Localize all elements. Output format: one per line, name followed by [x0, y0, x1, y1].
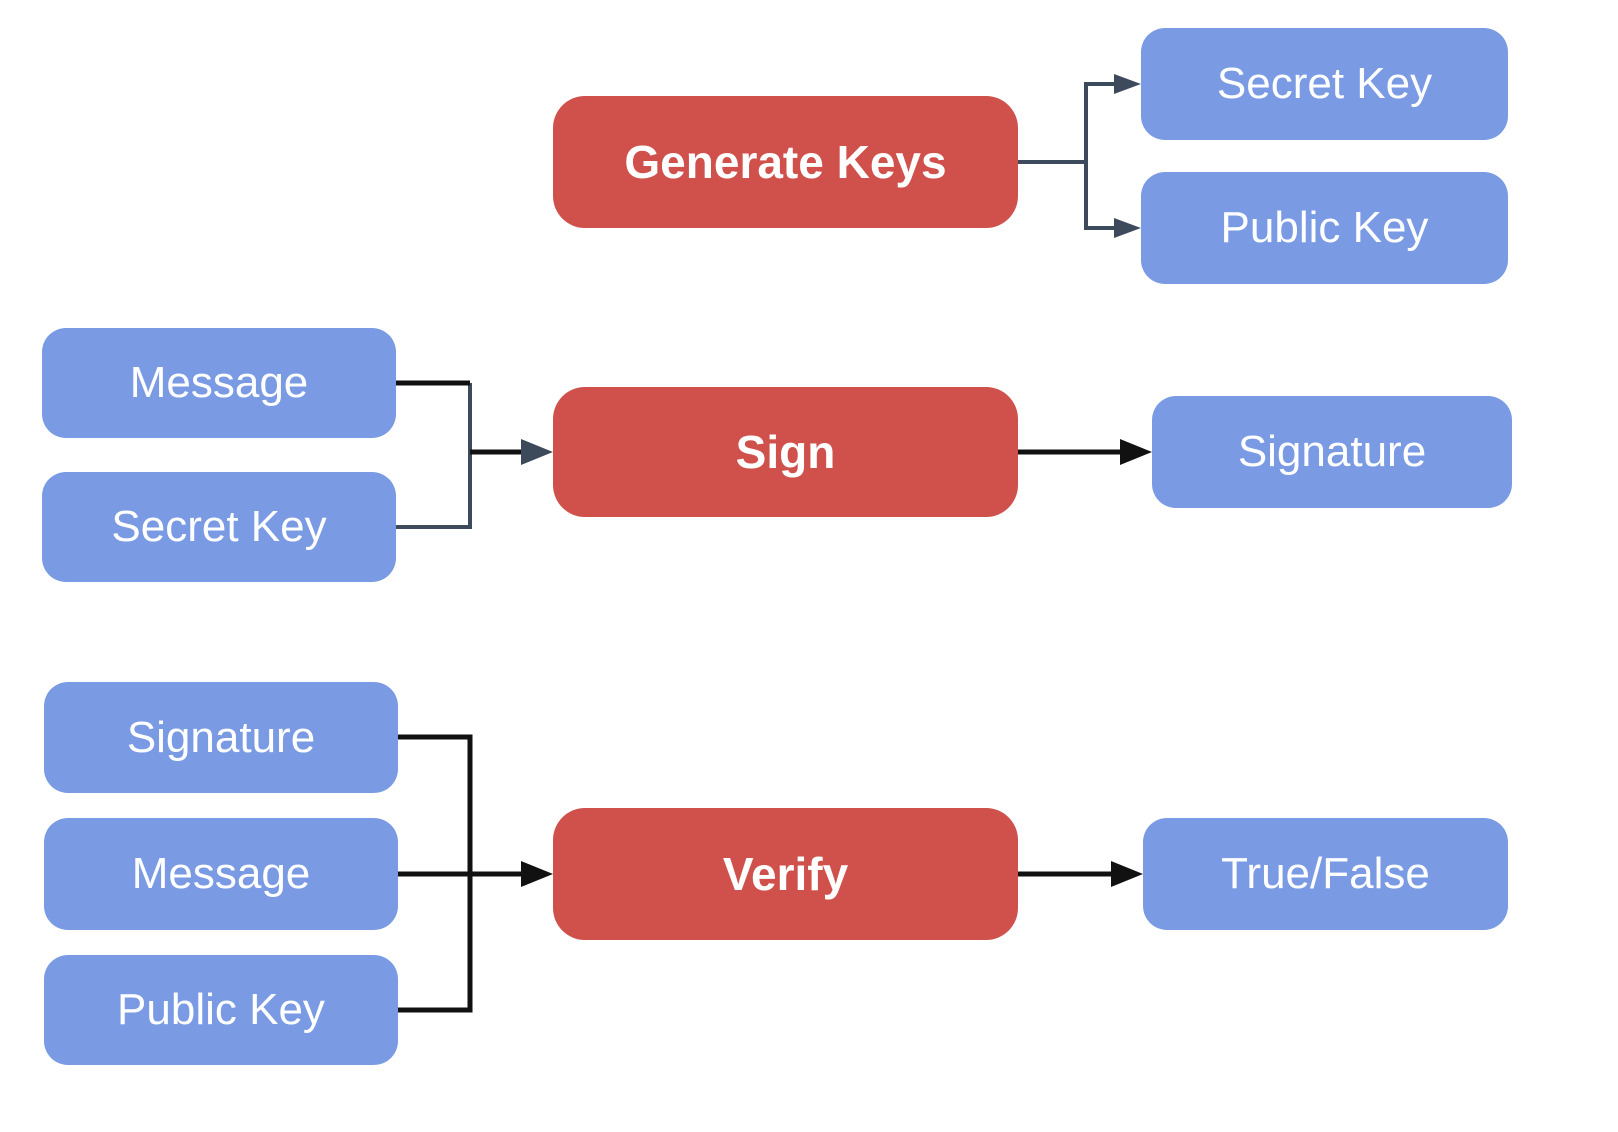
node-secret-key-sign-input-label: Secret Key [111, 502, 327, 551]
node-verify: Verify [553, 808, 1018, 940]
edge-inputs-to-verify [398, 734, 524, 1013]
node-public-key-verify-input-label: Public Key [117, 985, 325, 1034]
node-secret-key-output: Secret Key [1141, 28, 1508, 140]
node-public-key-output-label: Public Key [1220, 203, 1429, 252]
node-secret-key-output-label: Secret Key [1216, 59, 1433, 108]
arrowhead-to-truefalse [1111, 861, 1143, 887]
node-verify-label: Verify [722, 848, 849, 900]
arrowhead-to-verify [521, 861, 553, 887]
node-generate-keys-label: Generate Keys [624, 136, 947, 188]
edge-generate-keys-branch [1018, 82, 1116, 230]
node-message-verify-input: Message [44, 818, 398, 930]
node-signature-verify-input-label: Signature [126, 712, 316, 762]
node-public-key-verify-input: Public Key [44, 955, 398, 1065]
node-secret-key-sign-input: Secret Key [42, 472, 396, 582]
node-sign: Sign [553, 387, 1018, 517]
node-message-sign-input: Message [42, 328, 396, 438]
node-signature-output: Signature [1152, 396, 1512, 508]
arrowhead-to-public-key [1114, 218, 1141, 238]
edge-message-to-sign [396, 380, 524, 455]
arrowhead-to-sign [521, 439, 553, 465]
node-true-false: True/False [1143, 818, 1508, 930]
node-generate-keys: Generate Keys [553, 96, 1018, 228]
node-public-key-output: Public Key [1141, 172, 1508, 284]
node-sign-label: Sign [735, 426, 836, 478]
node-signature-output-label: Signature [1237, 427, 1427, 476]
node-signature-verify-input: Signature [44, 682, 398, 793]
edge-secret-key-to-junction [396, 383, 472, 529]
node-message-verify-input-label: Message [131, 849, 311, 898]
arrowhead-to-secret-key [1114, 74, 1141, 94]
arrowhead-to-signature [1120, 439, 1152, 465]
node-message-sign-input-label: Message [129, 358, 309, 407]
node-true-false-label: True/False [1221, 849, 1430, 898]
